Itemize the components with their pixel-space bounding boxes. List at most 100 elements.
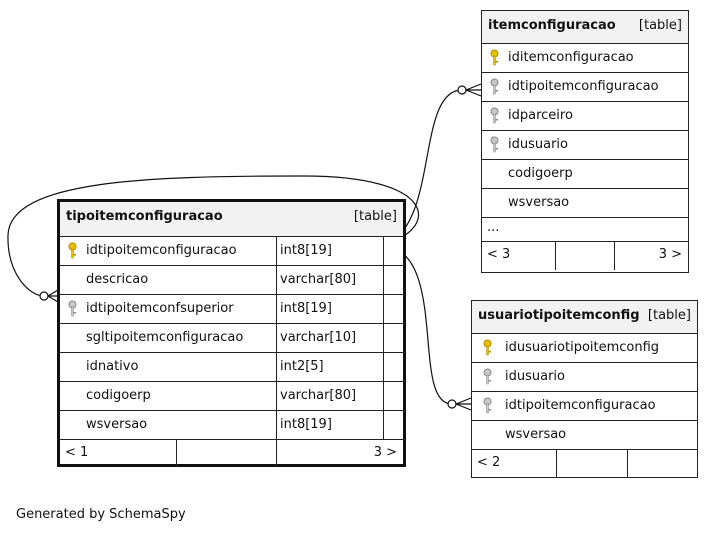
- table-footer: < 3 3 >: [482, 242, 688, 270]
- relation-tipo-self: [7, 175, 420, 297]
- column-divider: [383, 382, 384, 410]
- column-row[interactable]: idtipoitemconfiguracao: [472, 392, 697, 421]
- column-name: idusuario: [508, 137, 568, 152]
- column-divider: [383, 237, 384, 265]
- column-row[interactable]: idusuario: [482, 131, 688, 160]
- relation-crowfoot-usuario: [455, 397, 472, 411]
- column-row[interactable]: iditemconfiguracao: [482, 44, 688, 73]
- parents-count[interactable]: < 2: [477, 455, 501, 470]
- table-type-label: [table]: [638, 18, 682, 33]
- column-divider: [276, 324, 277, 352]
- table-name: usuariotipoitemconfig: [478, 308, 640, 323]
- relation-optional-marker-item: [457, 85, 467, 95]
- primary-key-icon: [490, 49, 499, 66]
- column-row[interactable]: codigoerp: [482, 160, 688, 189]
- column-name: idtipoitemconfiguracao: [86, 243, 237, 258]
- column-type: int8[19]: [280, 301, 332, 316]
- column-row[interactable]: idnativo int2[5]: [60, 353, 403, 382]
- column-name: codigoerp: [508, 166, 573, 181]
- foreign-key-icon: [483, 368, 492, 385]
- table-footer: < 1 3 >: [60, 440, 403, 467]
- footer-divider: [627, 450, 628, 478]
- table-usuariotipoitemconfig[interactable]: usuariotipoitemconfig [table] idusuariot…: [471, 300, 698, 478]
- footer-divider: [556, 450, 557, 478]
- column-divider: [276, 382, 277, 410]
- parents-count[interactable]: < 1: [65, 445, 89, 460]
- relation-crowfoot-item: [465, 83, 482, 97]
- table-itemconfiguracao[interactable]: itemconfiguracao [table] iditemconfigura…: [481, 10, 689, 273]
- column-divider: [383, 266, 384, 294]
- column-type: varchar[80]: [280, 388, 357, 403]
- column-row[interactable]: wsversao: [482, 189, 688, 218]
- relation-optional-marker-self: [39, 291, 49, 301]
- column-name: idtipoitemconfiguracao: [505, 398, 656, 413]
- column-row[interactable]: idparceiro: [482, 102, 688, 131]
- column-divider: [383, 353, 384, 381]
- column-name: wsversao: [508, 195, 570, 210]
- column-row[interactable]: idtipoitemconfiguracao int8[19]: [60, 237, 403, 266]
- column-name: idtipoitemconfiguracao: [508, 79, 659, 94]
- column-row[interactable]: wsversao int8[19]: [60, 411, 403, 440]
- column-row[interactable]: codigoerp varchar[80]: [60, 382, 403, 411]
- column-row[interactable]: idtipoitemconfsuperior int8[19]: [60, 295, 403, 324]
- foreign-key-icon: [490, 78, 499, 95]
- column-row[interactable]: idusuariotipoitemconfig: [472, 334, 697, 363]
- children-count[interactable]: 3 >: [373, 445, 397, 460]
- table-type-label: [table]: [647, 308, 691, 323]
- column-name: descricao: [86, 272, 149, 287]
- column-row[interactable]: wsversao: [472, 421, 697, 450]
- column-row[interactable]: descricao varchar[80]: [60, 266, 403, 295]
- column-divider: [276, 353, 277, 381]
- column-divider: [276, 237, 277, 265]
- column-divider: [276, 411, 277, 439]
- column-divider: [276, 295, 277, 323]
- column-type: int8[19]: [280, 417, 332, 432]
- table-name: tipoitemconfiguracao: [66, 209, 223, 224]
- table-footer: < 2: [472, 450, 697, 478]
- table-header: usuariotipoitemconfig [table]: [472, 301, 697, 334]
- column-divider: [276, 266, 277, 294]
- column-name: sgltipoitemconfiguracao: [86, 330, 244, 345]
- column-name: wsversao: [505, 427, 567, 442]
- column-name: idusuario: [505, 369, 565, 384]
- relation-optional-marker-usuario: [447, 399, 457, 409]
- foreign-key-icon: [68, 300, 77, 317]
- footer-divider: [555, 242, 556, 270]
- column-row[interactable]: idusuario: [472, 363, 697, 392]
- column-divider: [383, 411, 384, 439]
- relation-crowfoot-self: [47, 289, 59, 303]
- primary-key-icon: [68, 242, 77, 259]
- column-row[interactable]: sgltipoitemconfiguracao varchar[10]: [60, 324, 403, 353]
- table-name: itemconfiguracao: [488, 18, 616, 33]
- footer-divider: [176, 440, 177, 467]
- footer-divider: [276, 440, 277, 467]
- generated-by-label: Generated by SchemaSpy: [16, 507, 186, 522]
- primary-key-icon: [483, 339, 492, 356]
- column-type: varchar[80]: [280, 272, 357, 287]
- table-header: tipoitemconfiguracao [table]: [60, 202, 403, 237]
- table-header: itemconfiguracao [table]: [482, 11, 688, 44]
- column-name: idtipoitemconfsuperior: [86, 301, 234, 316]
- more-columns-label: ...: [487, 220, 500, 235]
- parents-count[interactable]: < 3: [487, 247, 511, 262]
- column-divider: [383, 295, 384, 323]
- table-tipoitemconfiguracao[interactable]: tipoitemconfiguracao [table] idtipoitemc…: [57, 199, 406, 467]
- column-name: iditemconfiguracao: [508, 50, 634, 65]
- column-type: int2[5]: [280, 359, 324, 374]
- footer-divider: [614, 242, 615, 270]
- column-name: codigoerp: [86, 388, 151, 403]
- more-columns-row[interactable]: ...: [482, 218, 688, 242]
- table-type-label: [table]: [353, 209, 397, 224]
- column-name: idparceiro: [508, 108, 573, 123]
- column-row[interactable]: idtipoitemconfiguracao: [482, 73, 688, 102]
- foreign-key-icon: [483, 397, 492, 414]
- foreign-key-icon: [490, 107, 499, 124]
- column-type: int8[19]: [280, 243, 332, 258]
- children-count[interactable]: 3 >: [658, 247, 682, 262]
- column-name: idnativo: [86, 359, 139, 374]
- column-type: varchar[10]: [280, 330, 357, 345]
- foreign-key-icon: [490, 136, 499, 153]
- column-name: idusuariotipoitemconfig: [505, 340, 660, 355]
- column-divider: [383, 324, 384, 352]
- column-name: wsversao: [86, 417, 148, 432]
